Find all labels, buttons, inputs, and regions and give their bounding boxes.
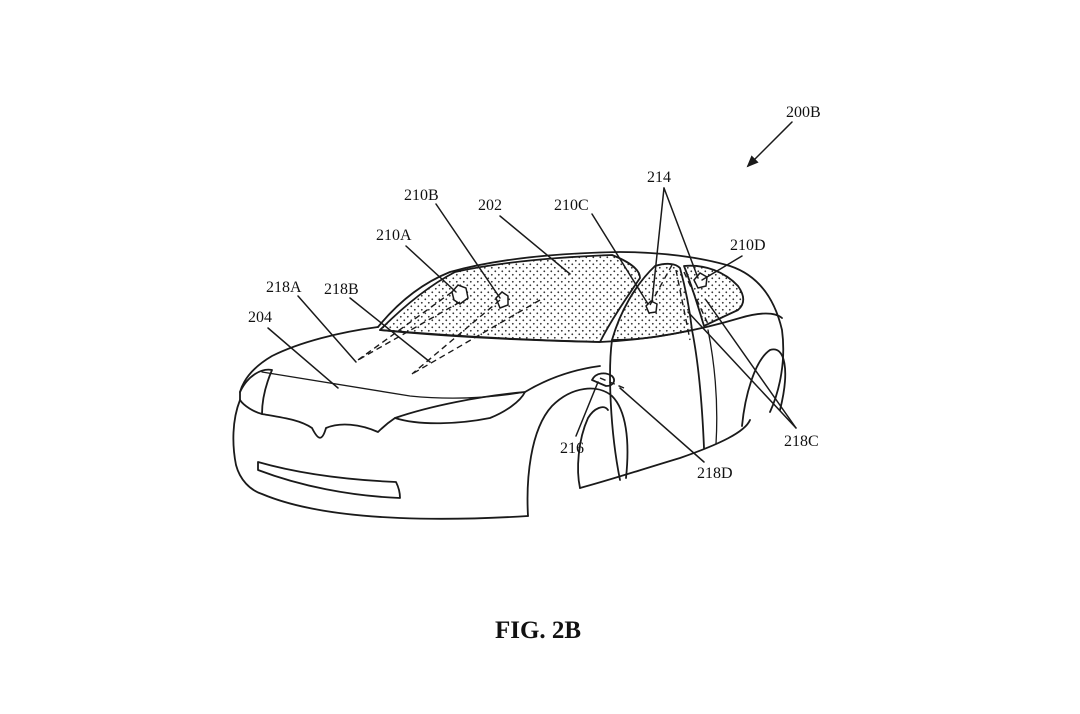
fov-rear	[649, 264, 673, 306]
lower-intake	[257, 461, 401, 499]
leader-lines	[267, 121, 797, 463]
leader-218D	[619, 387, 705, 463]
windshield	[379, 254, 641, 343]
label-210C: 210C	[554, 197, 589, 214]
figure-caption: FIG. 2B	[495, 617, 581, 644]
label-216: 216	[560, 440, 584, 457]
door-shutline	[707, 329, 718, 445]
headlight-left	[239, 368, 273, 415]
sensor-210A-shape	[451, 284, 469, 305]
label-202: 202	[478, 197, 502, 214]
leader-218B	[349, 297, 431, 363]
front-tire	[577, 406, 609, 489]
lidar-sensors	[451, 272, 708, 314]
leader-218C-b	[705, 299, 797, 429]
sensor-field-lines	[357, 264, 709, 389]
front-door-edge	[609, 339, 621, 481]
leader-204	[267, 327, 339, 389]
fov-218B-upper	[411, 299, 501, 375]
reference-labels: 200B 214 210B 202 210C 210A 210D 218A 21…	[248, 104, 821, 482]
fov-218D	[599, 377, 625, 389]
leader-202	[499, 215, 571, 275]
label-210D: 210D	[730, 237, 766, 254]
label-200B: 200B	[786, 104, 821, 121]
leader-210C	[591, 213, 649, 305]
hood-crease	[261, 371, 526, 399]
leader-200B	[746, 121, 793, 168]
leader-218A	[297, 295, 357, 363]
label-218A: 218A	[266, 279, 302, 296]
front-wheel-arch	[526, 387, 629, 517]
side-mirror	[591, 372, 615, 387]
label-204: 204	[248, 309, 272, 326]
label-218B: 218B	[324, 281, 359, 298]
fov-218C-a	[675, 269, 691, 341]
label-218D: 218D	[697, 465, 733, 482]
nose-grille	[261, 413, 396, 439]
rear-wheel-arch	[741, 348, 787, 427]
label-210A: 210A	[376, 227, 412, 244]
leader-210D	[701, 255, 743, 281]
hood-outline	[239, 326, 379, 393]
headlight-right	[394, 391, 526, 425]
leader-210B	[435, 203, 501, 299]
leader-214-a	[651, 187, 665, 303]
label-210B: 210B	[404, 187, 439, 204]
label-218C: 218C	[784, 433, 819, 450]
leader-214-b	[663, 187, 699, 279]
side-sill	[579, 419, 751, 489]
fov-218B-lower	[411, 299, 541, 375]
leader-218C-a	[687, 311, 797, 429]
rear-door-edge	[691, 329, 705, 449]
label-214: 214	[647, 169, 671, 186]
leader-216	[575, 381, 599, 437]
front-fender	[524, 365, 601, 393]
front-bumper	[232, 399, 529, 520]
leader-210A	[405, 245, 457, 293]
